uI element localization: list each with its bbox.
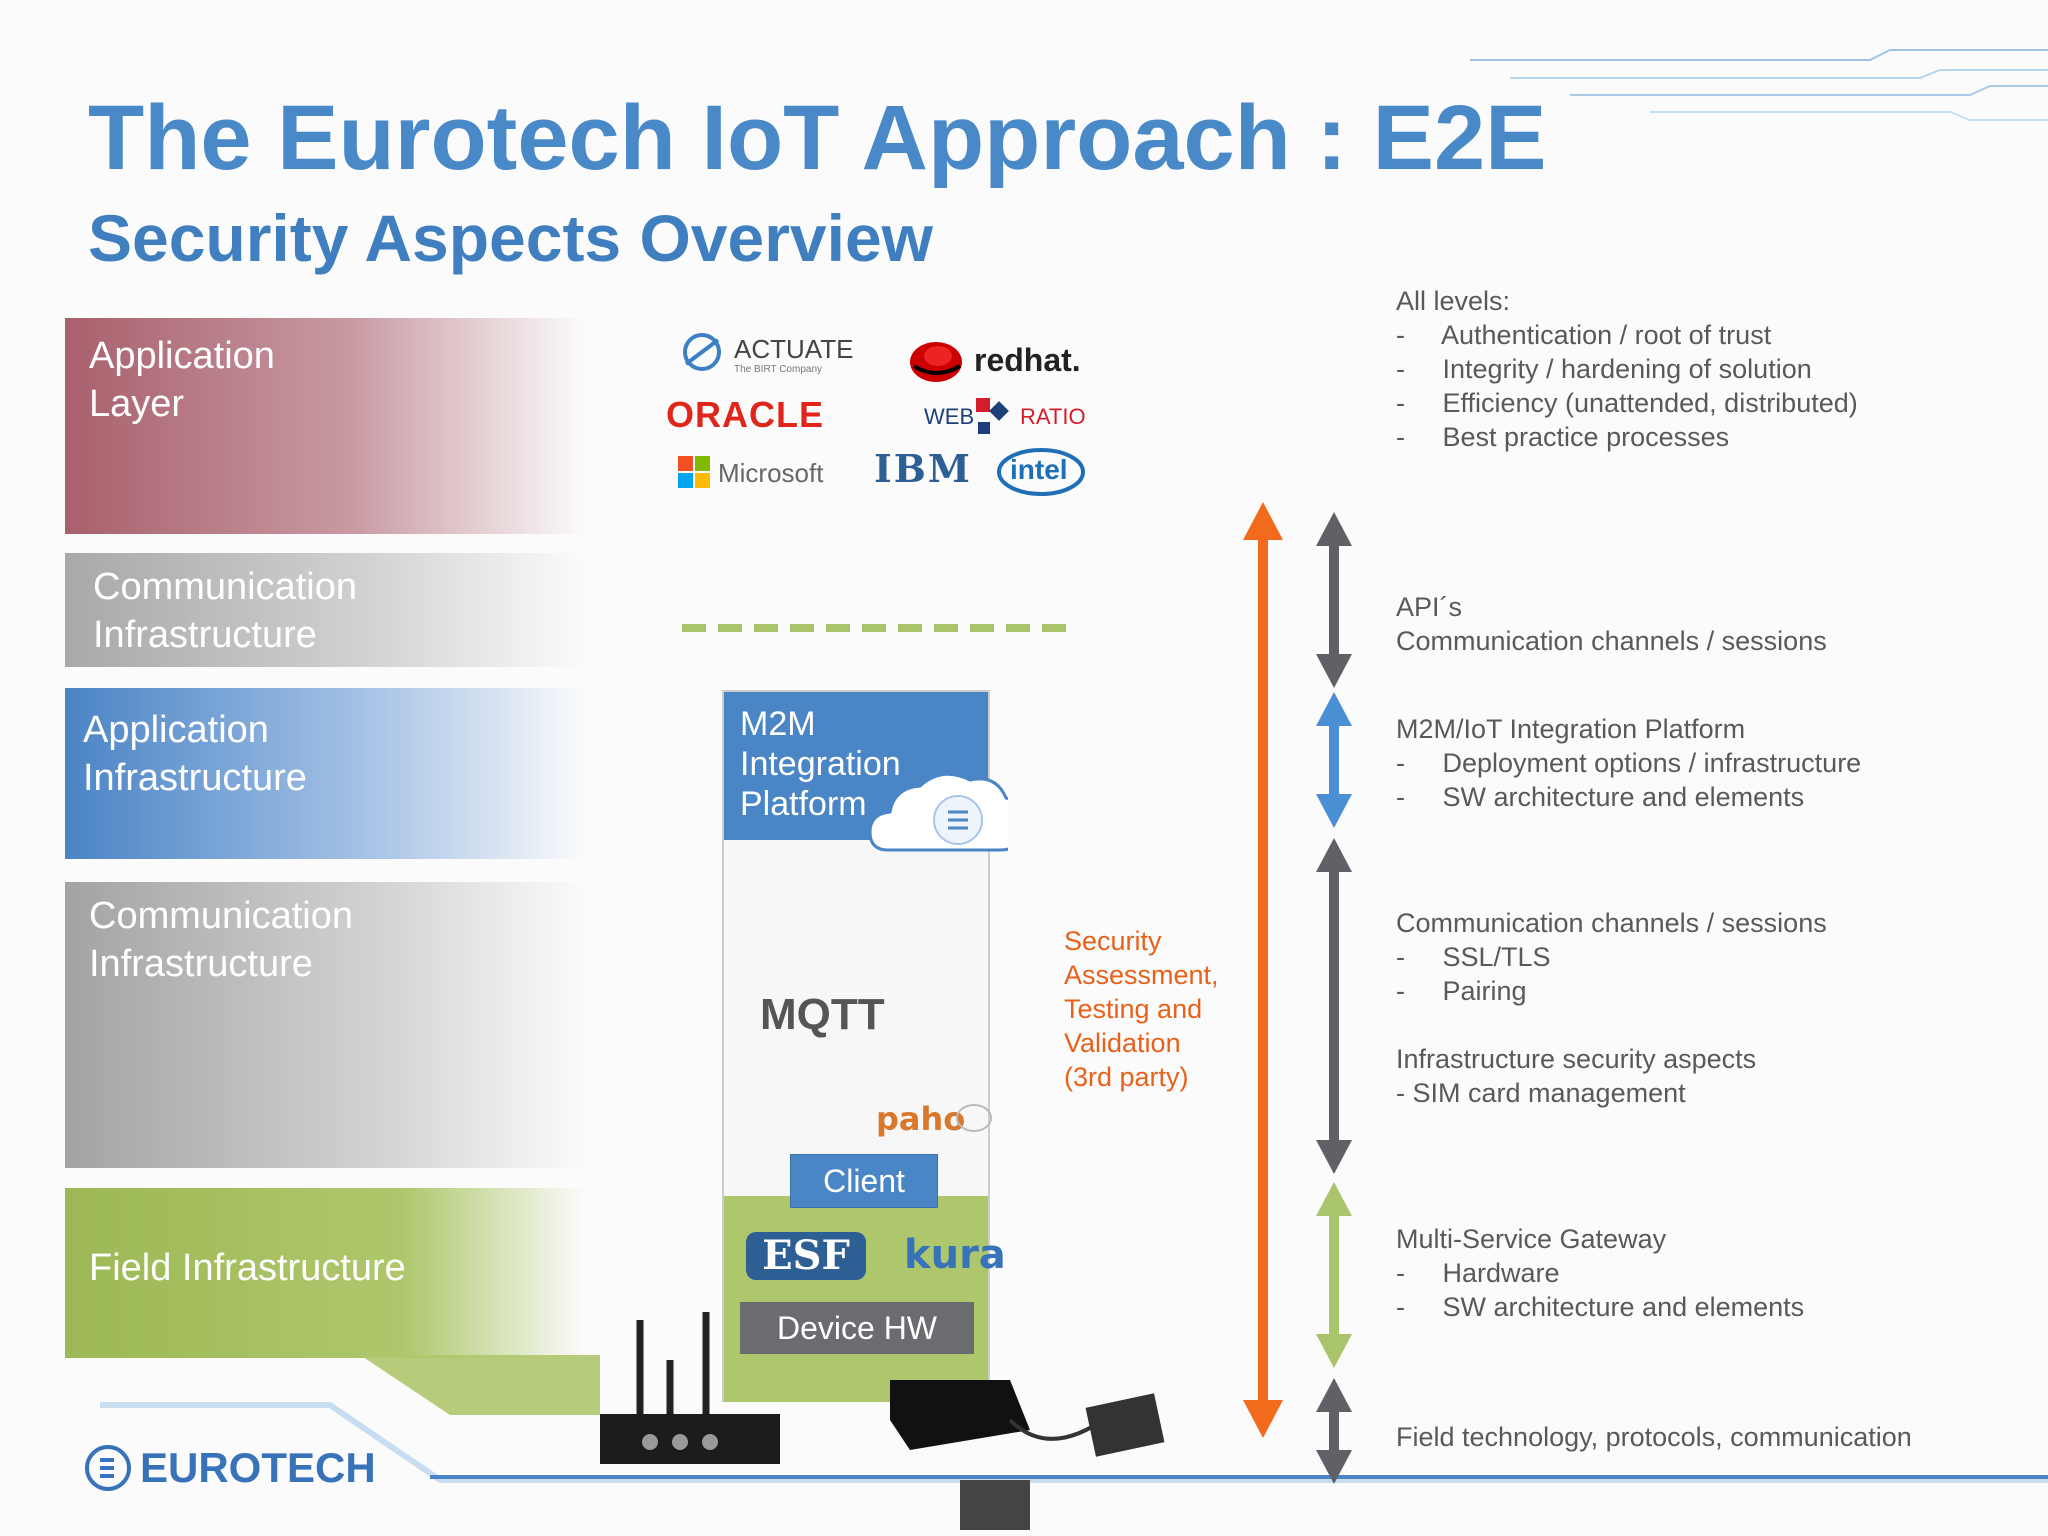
security-line: Security	[1064, 926, 1162, 956]
paho-bubble-icon	[956, 1104, 992, 1132]
layer-label: Application	[83, 709, 269, 751]
text-line: - SW architecture and elements	[1396, 1292, 1805, 1322]
text-line: - Authentication / root of trust	[1396, 320, 1772, 350]
m2m-label: Platform	[740, 785, 867, 823]
oracle-logo: ORACLE	[666, 394, 824, 435]
webratio-icon	[976, 398, 1009, 434]
arrow-communication	[1316, 838, 1352, 1174]
actuate-tagline: The BIRT Company	[734, 364, 823, 375]
text-line: Communication channels / sessions	[1396, 908, 1827, 938]
webratio-web: WEB	[924, 404, 975, 429]
layer-label: Infrastructure	[83, 757, 307, 799]
infrastructure-text: Infrastructure security aspects - SIM ca…	[1396, 1042, 1756, 1110]
text-line: - SSL/TLS	[1396, 942, 1551, 972]
text-line: Multi-Service Gateway	[1396, 1224, 1667, 1254]
text-line: - Deployment options / infrastructure	[1396, 748, 1862, 778]
cloud-icon	[868, 772, 1008, 852]
mqtt-label: MQTT	[760, 990, 885, 1039]
gateway-box	[724, 1196, 988, 1402]
field-text: Field technology, protocols, communicati…	[1396, 1420, 1912, 1454]
security-line: Testing and	[1064, 994, 1203, 1024]
text-line: - Hardware	[1396, 1258, 1560, 1288]
microsoft-icon	[678, 456, 710, 488]
device-hw-box: Device HW	[740, 1302, 974, 1354]
actuate-text: ACTUATE	[734, 334, 854, 364]
intel-icon	[997, 448, 1085, 496]
eurotech-icon	[85, 1445, 131, 1491]
redhat-icon	[910, 342, 962, 382]
text-line: - Best practice processes	[1396, 422, 1730, 452]
layer-communication-bottom: Communication Infrastructure	[65, 882, 585, 1168]
layer-field: Field Infrastructure	[65, 1188, 585, 1358]
kura-logo: kura	[904, 1232, 1006, 1278]
m2m-label: M2M	[740, 705, 816, 743]
page-title: The Eurotech IoT Approach : E2E	[88, 87, 1547, 189]
actuate-icon	[683, 333, 721, 371]
layer-label: Infrastructure	[89, 943, 313, 985]
layer-communication-top: Communication Infrastructure	[65, 553, 585, 667]
client-box: Client	[790, 1154, 938, 1208]
bottom-swoosh	[100, 1355, 2048, 1483]
text-line: - SIM card management	[1396, 1078, 1686, 1108]
text-line: - Integrity / hardening of solution	[1396, 354, 1812, 384]
security-assessment-text: Security Assessment, Testing and Validat…	[1064, 924, 1219, 1094]
text-line: Infrastructure security aspects	[1396, 1044, 1757, 1074]
text-line: All levels:	[1396, 286, 1511, 316]
intel-text: intel	[1010, 454, 1068, 485]
gateway-text: Multi-Service Gateway - Hardware - SW ar…	[1396, 1222, 1804, 1324]
arrow-field	[1316, 1378, 1352, 1484]
m2m-platform-box: M2M Integration Platform	[724, 692, 988, 840]
decorative-lines	[1470, 49, 2048, 121]
text-line: API´s	[1396, 592, 1463, 622]
layer-application: Application Layer	[65, 318, 585, 534]
text-line: - Efficiency (unattended, distributed)	[1396, 388, 1858, 418]
layer-label: Infrastructure	[93, 614, 317, 656]
microsoft-text: Microsoft	[718, 458, 824, 488]
security-line: Assessment,	[1064, 960, 1219, 990]
api-text: API´s Communication channels / sessions	[1396, 590, 1827, 658]
arrow-api	[1316, 512, 1352, 688]
layer-label: Application	[89, 335, 275, 377]
text-line: Communication channels / sessions	[1396, 626, 1827, 656]
m2m-text: M2M/IoT Integration Platform - Deploymen…	[1396, 712, 1861, 814]
layer-label: Communication	[89, 895, 353, 937]
dashed-divider	[682, 624, 1078, 632]
ibm-logo: IBM	[874, 446, 972, 491]
eurotech-text: EUROTECH	[140, 1444, 376, 1491]
esf-logo: ESF	[746, 1232, 866, 1280]
gateway-devices-image	[600, 1312, 1165, 1530]
all-levels-text: All levels: - Authentication / root of t…	[1396, 284, 1858, 454]
text-line: M2M/IoT Integration Platform	[1396, 714, 1746, 744]
layer-label: Layer	[89, 383, 185, 425]
security-line: Validation	[1064, 1028, 1181, 1058]
page-subtitle: Security Aspects Overview	[88, 201, 933, 275]
paho-logo: paho	[876, 1100, 966, 1138]
arrow-m2m	[1316, 692, 1352, 828]
layer-application-infrastructure: Application Infrastructure	[65, 688, 585, 859]
text-line: - SW architecture and elements	[1396, 782, 1805, 812]
security-line: (3rd party)	[1064, 1062, 1189, 1092]
communication-text: Communication channels / sessions - SSL/…	[1396, 906, 1827, 1008]
layer-label: Field Infrastructure	[89, 1247, 406, 1289]
text-line: Field technology, protocols, communicati…	[1396, 1422, 1912, 1452]
security-arrow	[1243, 502, 1283, 1438]
text-line: - Pairing	[1396, 976, 1527, 1006]
webratio-ratio: RATIO	[1020, 404, 1086, 429]
layer-label: Communication	[93, 566, 357, 608]
m2m-label: Integration	[740, 745, 901, 783]
redhat-text: redhat.	[974, 342, 1081, 378]
arrow-gateway	[1316, 1182, 1352, 1368]
